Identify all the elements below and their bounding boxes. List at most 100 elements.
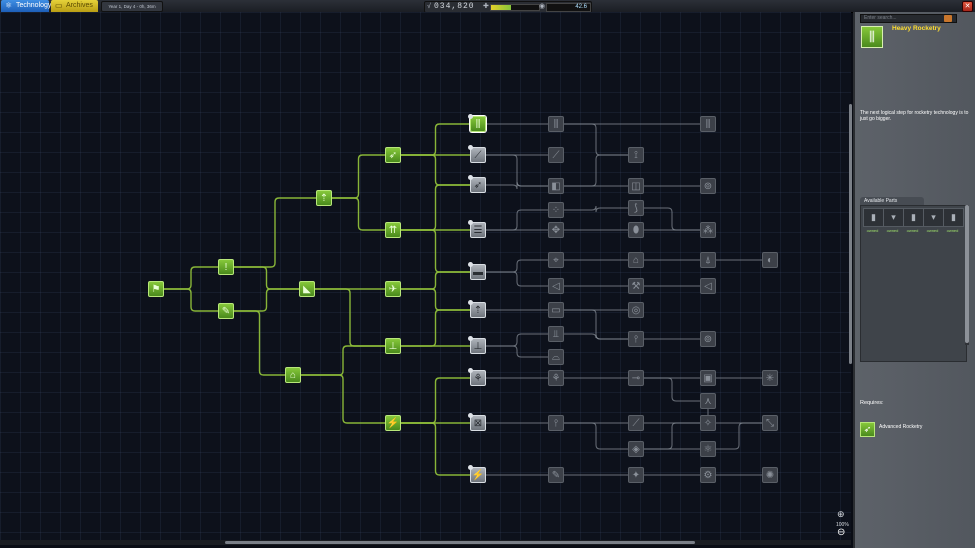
tech-node[interactable]: ⫫ [548,326,564,342]
tech-node[interactable]: ⊚ [700,331,716,347]
folder-icon: ▭ [55,1,63,10]
tech-node[interactable]: ⫯ [548,415,564,431]
tech-node[interactable]: ✦ [628,467,644,483]
available-indicator-icon [468,220,473,225]
tech-node[interactable]: ⫼ [548,116,564,132]
tech-node[interactable]: ⚒ [628,278,644,294]
tech-node[interactable]: ➶ [468,175,486,193]
tech-node[interactable]: ⟋ [548,147,564,163]
tech-link [486,345,548,358]
tech-node[interactable]: ⚡ [468,465,486,483]
tech-node[interactable]: ▣ [700,370,716,386]
tech-node[interactable]: ◁ [548,278,564,294]
tech-node-selected[interactable]: ⫼ [468,114,486,132]
tech-node[interactable]: ⇡ [468,300,486,318]
tech-node[interactable]: ⚡ [385,415,401,431]
vertical-divider-scrollbar[interactable] [849,104,852,364]
tech-node[interactable]: ⁘ [548,202,564,218]
tech-node[interactable]: ⊥ [468,336,486,354]
tech-node[interactable]: ✳ [762,370,778,386]
tech-node[interactable]: ◫ [628,178,644,194]
tech-node[interactable]: ⍋ [700,252,716,268]
tech-icon: ⚘ [473,373,483,384]
zoom-in-icon[interactable]: ⊕ [837,509,845,519]
available-indicator-icon [468,145,473,150]
tech-node[interactable]: ⇡ [316,190,332,206]
tech-node[interactable]: ✎ [548,467,564,483]
tech-node[interactable]: ⚙ [700,467,716,483]
tech-node[interactable]: ⌓ [548,349,564,365]
tech-node[interactable]: ⊸ [628,370,644,386]
part-3[interactable]: ▮ [903,208,924,227]
tech-node[interactable]: ⌂ [628,252,644,268]
tech-node[interactable]: ▭ [548,302,564,318]
tech-node[interactable]: ! [218,259,234,275]
tech-node[interactable]: ⊠ [468,413,486,431]
tech-node[interactable]: ⚘ [548,370,564,386]
tech-node[interactable]: ⟋ [468,145,486,163]
tech-icon: ◫ [631,181,641,192]
part-5[interactable]: ▮ [943,208,964,227]
search-input[interactable]: Enter search... [860,14,957,23]
tech-node[interactable]: ⊥ [385,338,401,354]
horizontal-scrollbar-thumb[interactable] [225,541,695,544]
tech-icon: ◐ [766,255,774,266]
zoom-out-icon[interactable]: ⊖ [837,527,846,538]
tech-link [486,154,548,187]
tab-technology-label: Technology [16,2,52,9]
tech-node[interactable]: ⟟ [628,147,644,163]
tech-node[interactable]: ⚘ [468,368,486,386]
tech-node[interactable]: ✧ [700,415,716,431]
tech-node[interactable]: ⌂ [285,367,301,383]
tech-link [401,184,470,231]
tab-archives[interactable]: ▭ Archives [51,0,98,12]
tech-node[interactable]: ◧ [548,178,564,194]
parts-scrollbar-thumb[interactable] [965,205,969,343]
tech-node[interactable]: ⫯ [628,331,644,347]
tech-node[interactable]: ⫼ [700,116,716,132]
tech-node[interactable]: ✈ [385,281,401,297]
tech-icon: ⊚ [703,334,713,345]
part-1[interactable]: ▮ [863,208,884,227]
tech-node[interactable]: ▬ [468,262,486,280]
tech-node[interactable]: ⟆ [628,200,644,216]
tech-node[interactable]: ⊚ [700,178,716,194]
tech-node[interactable]: ⁂ [700,222,716,238]
engine-icon: ▾ [931,212,936,222]
tech-tree-canvas[interactable]: ⚑! ✎ ⇡ ◣ ⌂ ➶ ⇈ ✈ ⊥ ⚡ ⫼ ⟋ ➶ ☰ ▬ ⇡ ⊥ ⚘ ⊠ ⚡ ⫼ ⟋ ◧ ⁘ ✥ ⌖ ◁ ▭ ⫫ ⌓ ⚘ ⫯ ✎ ⟟ ◫ ⟆ ⬮ ⌂ ⚒… [0,12,851,543]
tech-node[interactable]: ✺ [762,467,778,483]
requires-item-name[interactable]: Advanced Rocketry [879,424,923,430]
tech-node[interactable]: ◣ [299,281,315,297]
tech-node[interactable]: ◈ [628,441,644,457]
advanced-rocketry-icon[interactable]: ➶ [860,422,875,437]
tech-icon: ⟋ [632,418,640,429]
tech-node[interactable]: ◐ [762,252,778,268]
tab-technology[interactable]: ⚛ Technology [1,0,52,12]
horizontal-scrollbar[interactable] [0,540,851,545]
part-4[interactable]: ▾ [923,208,944,227]
tech-node[interactable]: ⇈ [385,222,401,238]
tech-node[interactable]: ◎ [628,302,644,318]
tech-node[interactable]: ⋏ [700,393,716,409]
tech-node[interactable]: ⤡ [762,415,778,431]
tech-link [401,154,470,186]
science-value: 42.6 [575,4,587,10]
tech-node[interactable]: ◁ [700,278,716,294]
tech-node[interactable]: ⚑ [148,281,164,297]
tech-node[interactable]: ⚛ [700,441,716,457]
search-clear-icon[interactable] [944,15,952,22]
tech-node[interactable]: ⟋ [628,415,644,431]
tech-node[interactable]: ✥ [548,222,564,238]
tech-node[interactable]: ➶ [385,147,401,163]
tech-icon: ⊚ [703,181,713,192]
part-2[interactable]: ▾ [883,208,904,227]
tech-node[interactable]: ☰ [468,220,486,238]
parts-scrollbar[interactable] [965,205,969,345]
tech-node[interactable]: ⬮ [628,222,644,238]
close-button[interactable]: ✕ [962,1,973,12]
tech-node[interactable]: ⌖ [548,252,564,268]
tech-node[interactable]: ✎ [218,303,234,319]
tech-link [644,422,700,450]
tech-icon: ⫯ [553,418,559,429]
tech-icon: ⫯ [633,334,639,345]
